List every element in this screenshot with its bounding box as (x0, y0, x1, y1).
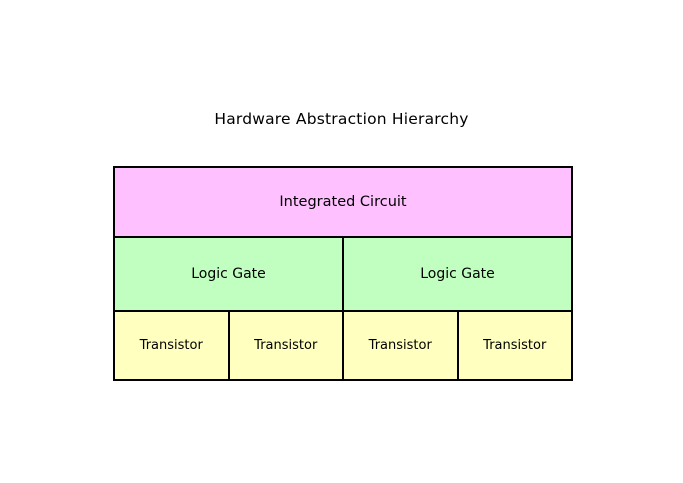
cell-transistor-3[interactable]: Transistor (342, 312, 457, 379)
cell-transistor-4[interactable]: Transistor (456, 312, 571, 379)
hierarchy-row-transistor: Transistor Transistor Transistor Transis… (115, 310, 571, 379)
page-title: Hardware Abstraction Hierarchy (214, 110, 469, 128)
hardware-abstraction-hierarchy-table: Integrated Circuit Logic Gate Logic Gate… (113, 166, 573, 381)
cell-logic-gate-2[interactable]: Logic Gate (342, 238, 571, 310)
cell-integrated-circuit-1[interactable]: Integrated Circuit (115, 168, 571, 236)
cell-transistor-2[interactable]: Transistor (227, 312, 342, 379)
cell-transistor-1[interactable]: Transistor (115, 312, 228, 379)
cell-logic-gate-1[interactable]: Logic Gate (115, 238, 342, 310)
hierarchy-row-logic-gate: Logic Gate Logic Gate (115, 236, 571, 310)
hierarchy-row-integrated-circuit: Integrated Circuit (115, 168, 571, 236)
